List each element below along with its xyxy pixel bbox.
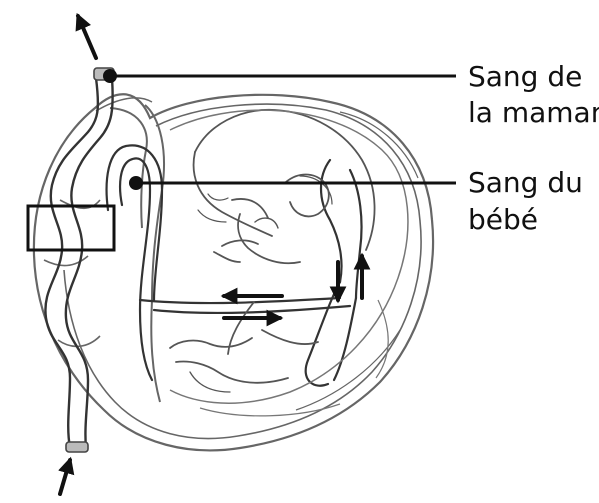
baby-blood-label-line1: Sang du xyxy=(468,166,583,200)
flow-arrows xyxy=(60,16,362,494)
uterus-outline xyxy=(34,94,433,450)
leader-lines xyxy=(103,69,456,190)
arrow-up-icon xyxy=(78,16,96,58)
mother-blood-label-line2: la maman xyxy=(468,96,599,130)
mother-blood-label-line1: Sang de xyxy=(468,60,582,94)
baby-blood-label-line2: bébé xyxy=(468,203,538,237)
mother-point xyxy=(103,69,117,83)
exchange-zone-box xyxy=(28,206,114,250)
maternal-vessel xyxy=(45,78,112,448)
baby-point xyxy=(129,176,143,190)
arrow-up-icon xyxy=(60,460,70,494)
